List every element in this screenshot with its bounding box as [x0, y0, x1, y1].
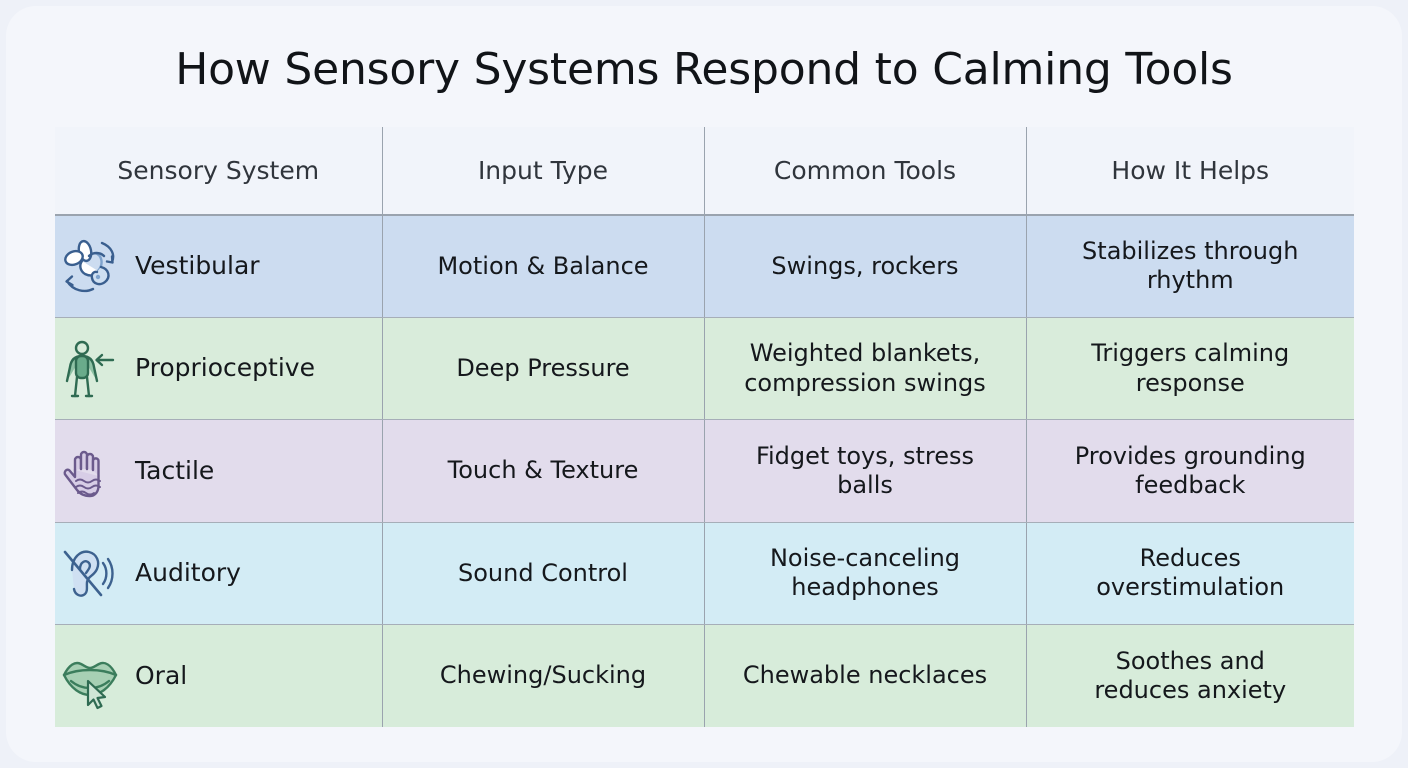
tools-line-2: compression swings [744, 368, 986, 397]
table-row: Auditory Sound Control Noise-canceling h… [55, 522, 1354, 626]
cell-input-type: Touch & Texture [381, 419, 704, 523]
sensory-system-label: Oral [135, 660, 188, 690]
muted-ear-soundwaves-icon [63, 550, 114, 598]
column-header-how-it-helps: How It Helps [1025, 127, 1354, 216]
column-header-input-type: Input Type [381, 127, 704, 216]
tools-line-2: balls [837, 470, 893, 499]
cell-common-tools: Chewable necklaces [703, 624, 1026, 727]
cell-sensory-system: Proprioceptive [55, 317, 382, 421]
helps-line-2: feedback [1135, 470, 1246, 499]
content-card: How Sensory Systems Respond to Calming T… [6, 6, 1402, 762]
table-row: Proprioceptive Deep Pressure Weighted bl… [55, 317, 1354, 421]
cell-input-type: Motion & Balance [381, 215, 704, 318]
sensory-system-label: Auditory [135, 558, 241, 588]
cell-how-it-helps: Stabilizes through rhythm [1025, 215, 1354, 318]
page-title: How Sensory Systems Respond to Calming T… [175, 44, 1233, 95]
tools-line-2: headphones [791, 573, 939, 602]
cell-common-tools: Weighted blankets, compression swings [703, 317, 1026, 421]
helps-line-2: rhythm [1146, 266, 1234, 295]
helps-line-2: response [1135, 368, 1245, 397]
helps-line-2: reduces anxiety [1094, 676, 1287, 704]
helps-line-1: Provides grounding [1074, 441, 1306, 470]
cell-sensory-system: Auditory [55, 522, 382, 626]
cell-sensory-system: Oral [55, 624, 382, 727]
cell-input-type: Chewing/Sucking [381, 624, 704, 727]
cell-input-type: Deep Pressure [381, 317, 704, 421]
table-row: Tactile Touch & Texture Fidget toys, str… [55, 419, 1354, 523]
table-row: Oral Chewing/Sucking Chewable necklaces … [55, 624, 1354, 727]
inner-ear-rotation-icon [64, 240, 115, 293]
mouth-lips-cursor-icon [62, 661, 118, 710]
cell-sensory-system: Vestibular [55, 215, 382, 318]
cell-common-tools: Fidget toys, stress balls [703, 419, 1026, 523]
table-row: Vestibular Motion & Balance Swings, rock… [55, 215, 1354, 318]
cell-how-it-helps: Soothes and reduces anxiety [1025, 624, 1354, 727]
sensory-system-label: Tactile [135, 455, 215, 485]
cell-how-it-helps: Provides grounding feedback [1025, 419, 1354, 523]
column-header-common-tools: Common Tools [703, 127, 1026, 216]
cell-input-type: Sound Control [381, 522, 704, 626]
cell-how-it-helps: Reduces overstimulation [1025, 522, 1354, 626]
column-header-sensory-system: Sensory System [55, 127, 382, 216]
cell-how-it-helps: Triggers calming response [1025, 317, 1354, 421]
sensory-systems-table: Sensory System Input Type Common Tools H… [55, 127, 1354, 727]
sensory-system-label: Vestibular [135, 251, 260, 281]
cell-common-tools: Noise-canceling headphones [703, 522, 1026, 626]
tools-line-1: Fidget toys, stress [755, 441, 975, 470]
table-header: Sensory System Input Type Common Tools H… [55, 127, 1354, 216]
cell-sensory-system: Tactile [55, 419, 382, 523]
cell-common-tools: Swings, rockers [703, 215, 1026, 318]
header-row: Sensory System Input Type Common Tools H… [55, 127, 1354, 216]
table-body: Vestibular Motion & Balance Swings, rock… [55, 215, 1354, 727]
tools-line-1: Noise-canceling [769, 544, 961, 573]
body-pressure-arrow-icon [65, 340, 115, 397]
helps-line-2: overstimulation [1096, 573, 1285, 602]
helps-line-1: Soothes and [1115, 646, 1265, 675]
helps-line-1: Reduces [1139, 544, 1241, 573]
helps-line-1: Triggers calming [1091, 339, 1290, 368]
hand-texture-icon [63, 450, 101, 498]
helps-line-1: Stabilizes through [1082, 237, 1299, 266]
tools-line-1: Weighted blankets, [749, 339, 981, 368]
sensory-system-label: Proprioceptive [135, 353, 315, 383]
